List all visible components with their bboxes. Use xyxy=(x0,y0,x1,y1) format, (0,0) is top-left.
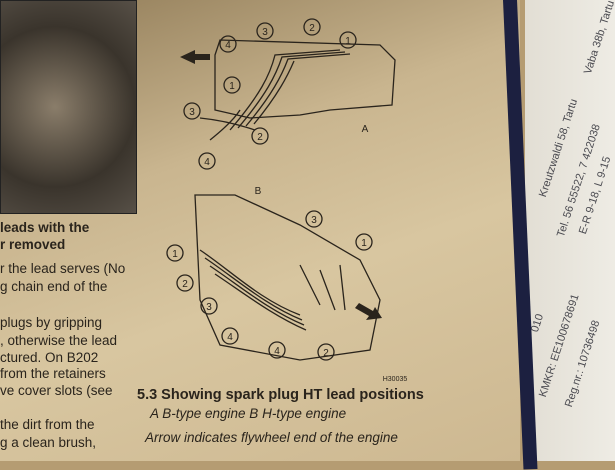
svg-text:1: 1 xyxy=(345,36,351,47)
figure-subtitle: A B-type engine B H-type engine xyxy=(150,406,347,421)
svg-text:4: 4 xyxy=(225,40,231,51)
svg-text:1: 1 xyxy=(361,238,367,249)
receipt-address-2: Vaba 38b, Tartu xyxy=(582,0,615,76)
label-b: B xyxy=(255,186,262,197)
body-text-line: g chain end of the xyxy=(0,279,108,294)
svg-text:3: 3 xyxy=(262,27,268,38)
spark-plug-diagram: 4 3 2 1 1 3 2 4 3 1 1 2 3 4 4 2 A B H300… xyxy=(166,18,408,383)
body-text-line: g a clean brush, xyxy=(0,435,97,450)
receipt-paper: Kreutzwaldi 58, Tartu Tel. 56 55522, 7 4… xyxy=(525,0,615,461)
body-text-line: ctured. On B202 xyxy=(0,350,99,365)
svg-text:3: 3 xyxy=(311,215,317,226)
svg-text:2: 2 xyxy=(257,132,263,143)
body-text-line: from the retainers xyxy=(0,366,106,381)
lead-numbers-a: 4 3 2 1 1 3 2 4 xyxy=(183,18,357,170)
photo-caption-line: leads with the xyxy=(0,220,90,235)
svg-text:4: 4 xyxy=(204,157,210,168)
figure-caption: 5.3 Showing spark plug HT lead positions xyxy=(137,387,424,403)
photo-caption-line: r removed xyxy=(0,237,66,252)
body-text-line: , otherwise the lead xyxy=(0,333,118,348)
body-text-line: r the lead serves (No xyxy=(0,261,126,276)
svg-text:2: 2 xyxy=(182,279,188,290)
figure-subtitle: Arrow indicates flywheel end of the engi… xyxy=(145,430,398,445)
svg-text:1: 1 xyxy=(229,81,235,92)
svg-text:3: 3 xyxy=(189,107,195,118)
svg-text:3: 3 xyxy=(206,302,212,313)
label-a: A xyxy=(362,124,369,135)
flywheel-arrow-b xyxy=(355,303,382,320)
receipt-code: 010 xyxy=(529,312,547,334)
svg-text:4: 4 xyxy=(227,332,233,343)
svg-text:4: 4 xyxy=(274,346,280,357)
svg-text:2: 2 xyxy=(309,23,315,34)
body-text-line: ve cover slots (see xyxy=(0,383,113,398)
svg-text:1: 1 xyxy=(172,249,178,260)
body-text-line: the dirt from the xyxy=(0,417,95,432)
body-text-line: plugs by gripping xyxy=(0,315,103,330)
figure-code: H30035 xyxy=(383,376,408,383)
lead-numbers-b: 3 1 1 2 3 4 4 2 xyxy=(166,210,373,361)
svg-text:2: 2 xyxy=(323,348,329,359)
flywheel-arrow-a xyxy=(180,50,210,64)
engine-photo xyxy=(0,0,137,214)
manual-page: leads with the r removed r the lead serv… xyxy=(0,0,520,461)
